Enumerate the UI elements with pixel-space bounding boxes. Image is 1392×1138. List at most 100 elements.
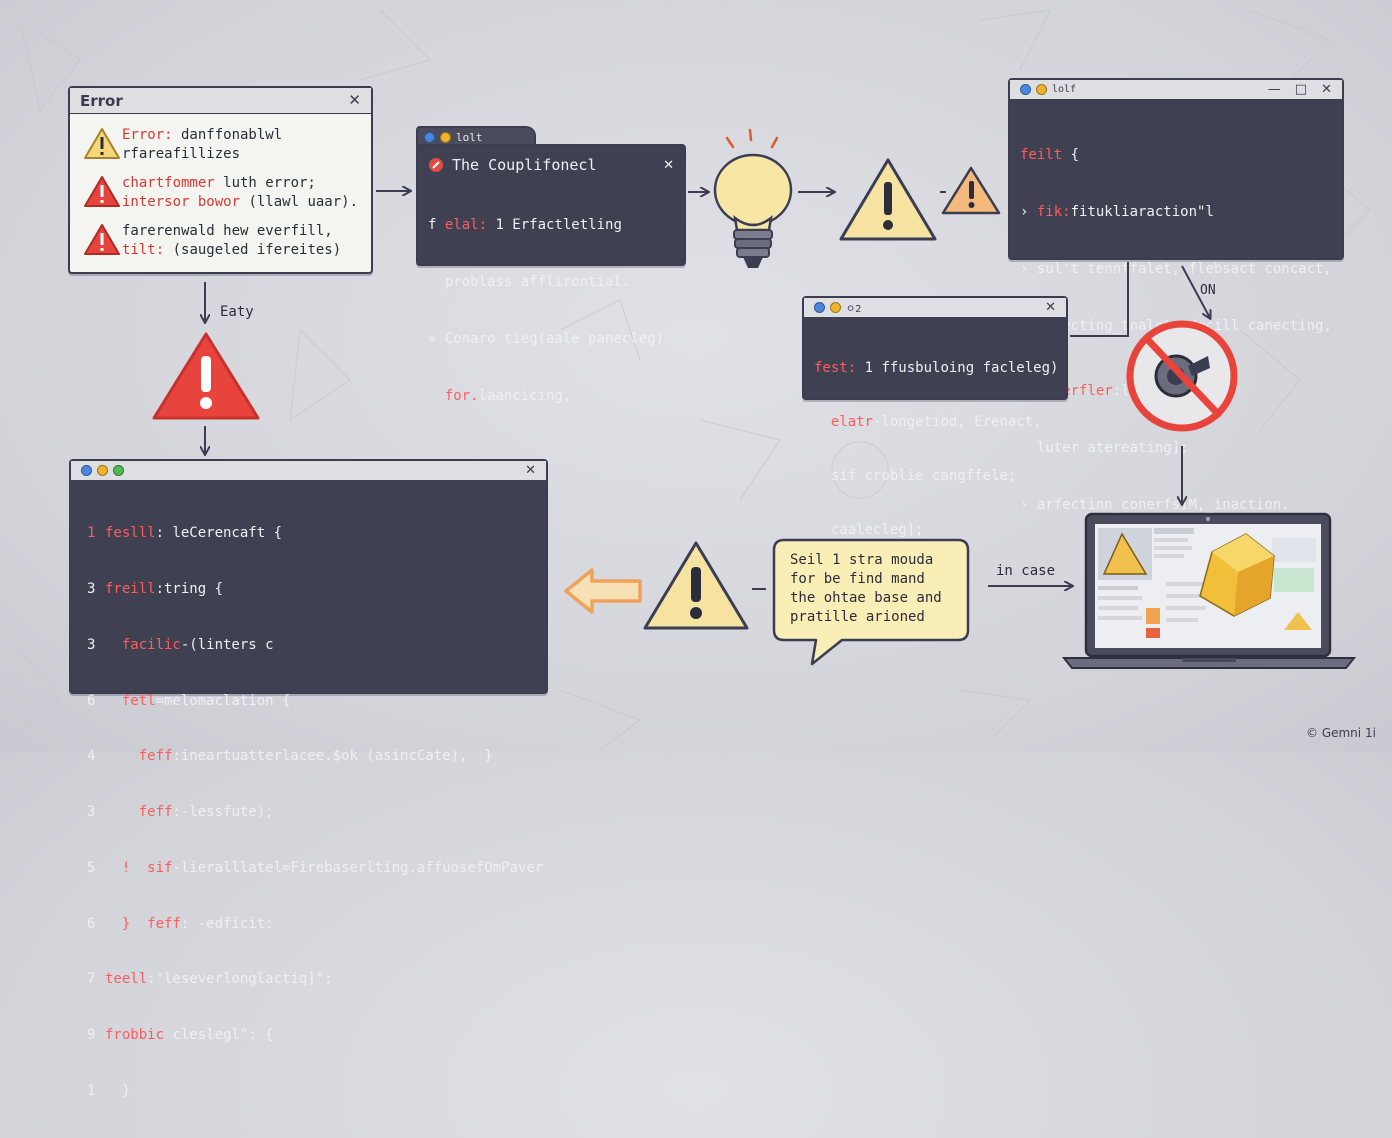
top-right-line-7-prefix: › [1020, 497, 1037, 513]
yellow-dot-icon [97, 465, 108, 476]
line-number: 7 [87, 971, 96, 988]
line-number: 1 [87, 525, 96, 542]
top-right-line-2-prefix: › [1020, 204, 1037, 220]
warning-yellow-icon [839, 158, 937, 241]
close-icon[interactable]: ✕ [1045, 300, 1056, 315]
code-line: 3 freill:tring { [87, 580, 546, 599]
top-right-line-1-key: feilt [1020, 147, 1063, 163]
yellow-dot-icon [440, 131, 451, 143]
code-line: 7 teell:"leseverlonglactiq]"; [87, 970, 546, 989]
compile-line-3-text: Conaro tieg(aale panecleg) [444, 331, 665, 347]
code-text: :-lessfute); [172, 804, 274, 821]
left-arrow-icon [564, 568, 642, 614]
top-right-line-7: › arfectinn_conerfsiM,_inaction. [1020, 496, 1332, 515]
bubble-line: Seil 1 stra mouda [790, 552, 934, 568]
mid-right-line-2-text: -longetiod, Erenact, [873, 414, 1042, 430]
error-row-2: chartfommer luth error; intersor bowor (… [82, 174, 361, 212]
yellow-dot-icon [830, 302, 841, 313]
close-icon[interactable]: ✕ [1321, 82, 1332, 97]
mid-right-line-4-text: caalecleg]; [814, 522, 924, 538]
code-text: -lieralllatel=Firebaserlting.affuosefOmP… [172, 859, 544, 876]
speech-bubble-text: Seil 1 stra mouda for be find mand the o… [790, 551, 960, 627]
compile-window-tab[interactable]: lolt [416, 126, 536, 146]
error-row-1: Error: danffonablwl rfareafillizes [82, 126, 361, 164]
entry-label: Eaty [220, 304, 254, 320]
speech-bubble-shape [772, 538, 970, 666]
mid-right-line-1-key: fest: [814, 360, 857, 376]
bubble-line: pratille arioned [790, 609, 925, 625]
compile-line-1-text: 1 Erfactletling [487, 217, 622, 233]
compile-line-1-key: elal: [444, 217, 488, 233]
code-keyword: feslll [105, 525, 156, 542]
warning-yellow-icon [643, 541, 749, 630]
line-number: 5 [87, 859, 96, 876]
code-text: :"leseverlonglactiq]"; [147, 971, 333, 988]
compile-window: The Couplifonecl ✕ f elal: 1 Erfactletli… [416, 144, 686, 404]
laptop-icon [1062, 512, 1356, 669]
close-icon[interactable]: ✕ [663, 157, 674, 173]
error-row-3: farerenwald hew everfill, tilt: (saugele… [82, 222, 361, 260]
mid-right-window-title: ㅇ2 [846, 304, 862, 315]
line-number: 3 [87, 580, 96, 597]
compile-line-4-key: for. [444, 388, 479, 404]
warning-yellow-icon [84, 128, 120, 159]
top-right-line-1: feilt { [1020, 146, 1332, 165]
line-number: 3 [87, 636, 96, 653]
code-line: 5 ! sif-lieralllatel=Firebaserlting.affu… [87, 859, 546, 878]
close-icon[interactable]: ✕ [525, 463, 536, 478]
code-keyword: teell [105, 971, 148, 988]
code-keyword: ! sif [105, 859, 173, 876]
close-icon[interactable]: ✕ [348, 91, 361, 109]
bubble-line: the ohtae base and [790, 590, 942, 606]
mid-right-window-titlebar: ㅇ2 ✕ [804, 298, 1066, 318]
code-keyword: facilic [105, 636, 181, 653]
no-entry-sign-icon [1126, 320, 1238, 432]
blue-dot-icon [424, 131, 435, 143]
error-row-3-text: farerenwald hew everfill, [122, 223, 333, 239]
code-line: 6 } feff: -edficit: [87, 915, 546, 934]
error-row-3-key: tilt: [122, 242, 165, 258]
error-row-1-key: Error: [122, 127, 173, 143]
top-right-line-2-key: fik: [1036, 204, 1071, 220]
green-dot-icon [113, 465, 124, 476]
mid-right-line-3-text: sif croblie cangffele; [814, 468, 1017, 484]
on-label: ON [1200, 283, 1216, 298]
code-keyword: } feff [105, 915, 181, 932]
top-right-window-title: lolf [1052, 84, 1077, 95]
maximize-icon[interactable]: □ [1294, 82, 1308, 97]
mid-right-line-1: fest: 1 ffusbuloing facleleg) [814, 359, 1058, 377]
bubble-line: for be find mand [790, 571, 925, 587]
mid-right-line-4: caalecleg]; [814, 521, 1056, 539]
top-right-line-7-text: arfectinn_conerfsiM,_inaction. [1036, 497, 1290, 513]
code-text: =melomaclation { [155, 692, 291, 709]
line-number: 6 [87, 915, 96, 932]
code-line: 6 fetl=melomaclation { [87, 692, 546, 711]
yellow-dot-icon [1036, 84, 1047, 95]
warning-red-icon [84, 224, 120, 255]
error-row-2-key: chartfommer [122, 175, 215, 191]
error-row-2-text: luth error; [214, 175, 316, 191]
error-row-2-key-2: intersor bowor [122, 194, 241, 210]
top-right-line-3-text: sul't tennffalet, flebsact concact, [1036, 261, 1332, 277]
top-right-line-2: › fik:fitukliaraction"l [1020, 203, 1332, 222]
warning-red-icon [84, 176, 120, 207]
top-right-line-2-text: fitukliaraction"l [1070, 204, 1214, 220]
code-keyword: freill [105, 580, 156, 597]
code-line: 3 feff:-lessfute); [87, 803, 546, 822]
line-number: 3 [87, 804, 96, 821]
compile-line-3: » Conaro tieg(aale panecleg) [428, 330, 674, 349]
warning-orange-icon [941, 166, 1001, 215]
compile-line-1-prefix: f [428, 217, 445, 233]
background-pattern [9, 9, 1371, 751]
top-right-line-3: › sul't tennffalet, flebsact concact, [1020, 260, 1332, 279]
error-row-2-text-2: (llawl uaar). [240, 194, 359, 210]
blue-dot-icon [81, 465, 92, 476]
line-number: 9 [87, 1027, 96, 1044]
error-row-1-text-2: rfareafillizes [122, 146, 241, 162]
minimize-icon[interactable]: — [1267, 82, 1281, 97]
compile-window-tab-label: lolt [456, 130, 483, 144]
top-right-line-3-prefix: › [1020, 261, 1037, 277]
error-window: Error ✕ Error: danffonablwl rfareafilliz… [68, 86, 373, 274]
code-text: :tring { [155, 580, 224, 597]
